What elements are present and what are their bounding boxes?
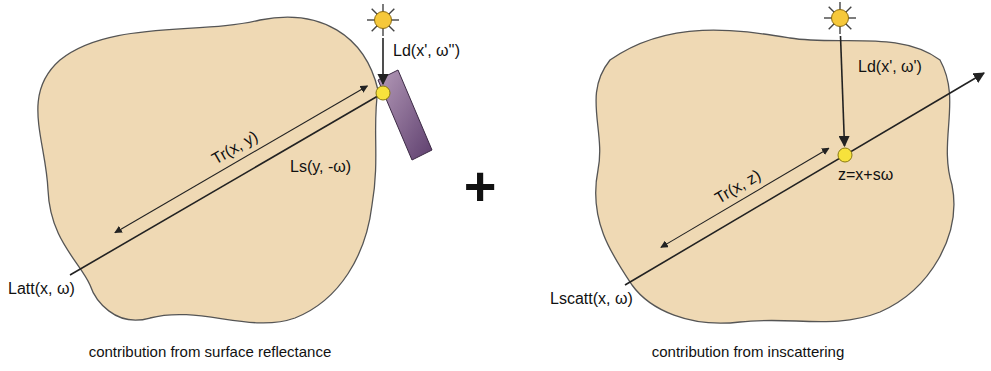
surface-patch [378,70,432,160]
light-source [367,4,399,36]
light-source [824,2,856,34]
caption-text: contribution from surface reflectance [89,343,332,360]
transmittance-arrow [115,86,368,233]
point-formula: z=x+sω [838,166,893,184]
radiance-label: Ls(y, -ω) [290,158,351,176]
radiance-label: Lscatt(x, ω) [548,290,635,308]
light-arrow [382,38,384,84]
surface-point [376,86,390,100]
radiance-label: Latt(x, ω) [6,280,77,298]
medium-blob [38,17,378,323]
radiance-label: Ld(x', ω'') [393,42,460,60]
plus-sign: + [464,158,497,214]
radiance-label: Ld(x', ω') [858,58,922,76]
scatter-point [838,148,852,162]
caption-text: contribution from inscattering [652,343,845,360]
light-arrow [841,36,845,146]
transmittance-arrow [661,148,829,247]
medium-blob [596,30,954,323]
view-ray [625,73,984,285]
view-ray [70,93,383,275]
